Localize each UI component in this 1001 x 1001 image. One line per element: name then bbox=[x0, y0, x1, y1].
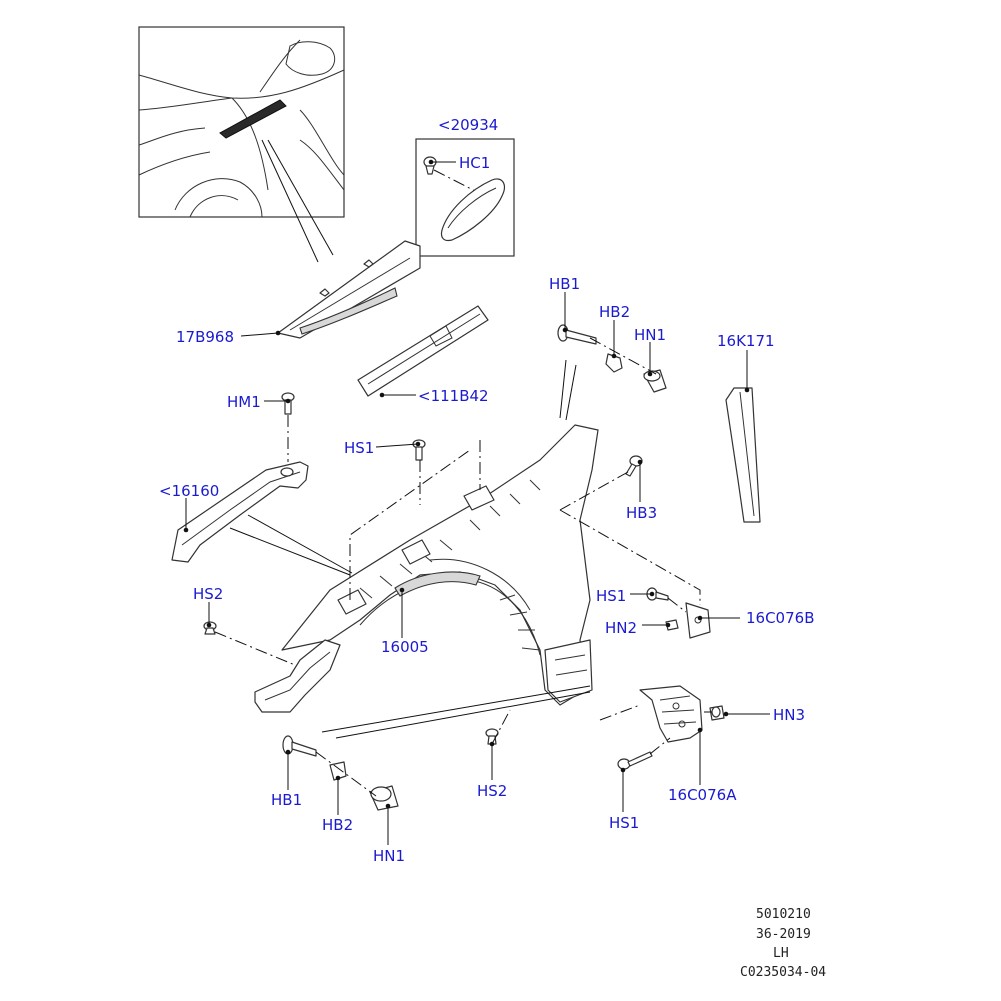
label-17b968: 17B968 bbox=[176, 328, 234, 346]
kit-20934-box bbox=[415, 138, 515, 257]
label-hm1: HM1 bbox=[227, 393, 261, 411]
label-hb2-top: HB2 bbox=[599, 303, 630, 321]
leader-lines bbox=[185, 161, 770, 845]
fastener-hb1-bottom bbox=[282, 735, 317, 757]
label-16160: <16160 bbox=[159, 482, 219, 500]
label-hn2: HN2 bbox=[605, 619, 637, 637]
vehicle-inset bbox=[138, 26, 345, 263]
label-hs1-right: HS1 bbox=[596, 587, 626, 605]
label-hs1-bottom: HS1 bbox=[609, 814, 639, 832]
part-labels: <20934 HC1 17B968 <111B42 HB1 HB2 HN1 16… bbox=[159, 116, 814, 865]
fastener-hs1-bottom bbox=[617, 751, 653, 770]
fastener-hm1 bbox=[281, 392, 295, 415]
label-hb3: HB3 bbox=[626, 504, 657, 522]
part-16c076a-bracket bbox=[639, 685, 703, 743]
part-16k171-strip bbox=[725, 387, 761, 523]
ref-line-2: 36-2019 bbox=[756, 927, 811, 942]
label-hn1-top: HN1 bbox=[634, 326, 666, 344]
label-16005: 16005 bbox=[381, 638, 429, 656]
label-16c076a: 16C076A bbox=[668, 786, 737, 804]
label-hb1-bottom: HB1 bbox=[271, 791, 302, 809]
ref-line-3: LH bbox=[773, 946, 789, 961]
reference-block: 5010210 36-2019 LH C0235034-04 bbox=[740, 907, 826, 980]
label-111b42: <111B42 bbox=[418, 387, 489, 405]
label-hn3: HN3 bbox=[773, 706, 805, 724]
ref-line-1: 5010210 bbox=[756, 907, 811, 922]
assembly-lines bbox=[214, 337, 712, 797]
fastener-hs2-bottom bbox=[485, 728, 499, 745]
fastener-hb2-bottom bbox=[329, 761, 347, 781]
part-111b42-seal bbox=[357, 305, 489, 397]
label-hb1-top: HB1 bbox=[549, 275, 580, 293]
side-vent-panel bbox=[440, 178, 505, 242]
part-16c076b-bracket bbox=[685, 602, 711, 639]
part-17b968-vent bbox=[277, 240, 421, 339]
label-hs1-top: HS1 bbox=[344, 439, 374, 457]
label-hs2-bottom: HS2 bbox=[477, 782, 507, 800]
part-16160-trim bbox=[171, 461, 309, 563]
part-16005-fender-support bbox=[254, 359, 599, 713]
fastener-hb1-top bbox=[557, 324, 597, 345]
fastener-hn3 bbox=[709, 705, 725, 721]
label-16k171: 16K171 bbox=[717, 332, 775, 350]
label-hb2-bottom: HB2 bbox=[322, 816, 353, 834]
label-hc1: HC1 bbox=[459, 154, 490, 172]
label-hs2-left: HS2 bbox=[193, 585, 223, 603]
label-20934: <20934 bbox=[438, 116, 498, 134]
fastener-hn2 bbox=[665, 619, 679, 631]
leader-dots bbox=[183, 159, 750, 809]
label-hn1-bottom: HN1 bbox=[373, 847, 405, 865]
fastener-hb2-top bbox=[605, 353, 623, 373]
label-16c076b: 16C076B bbox=[746, 609, 814, 627]
ref-line-4: C0235034-04 bbox=[740, 965, 826, 980]
fastener-hn1-bottom bbox=[369, 785, 399, 811]
